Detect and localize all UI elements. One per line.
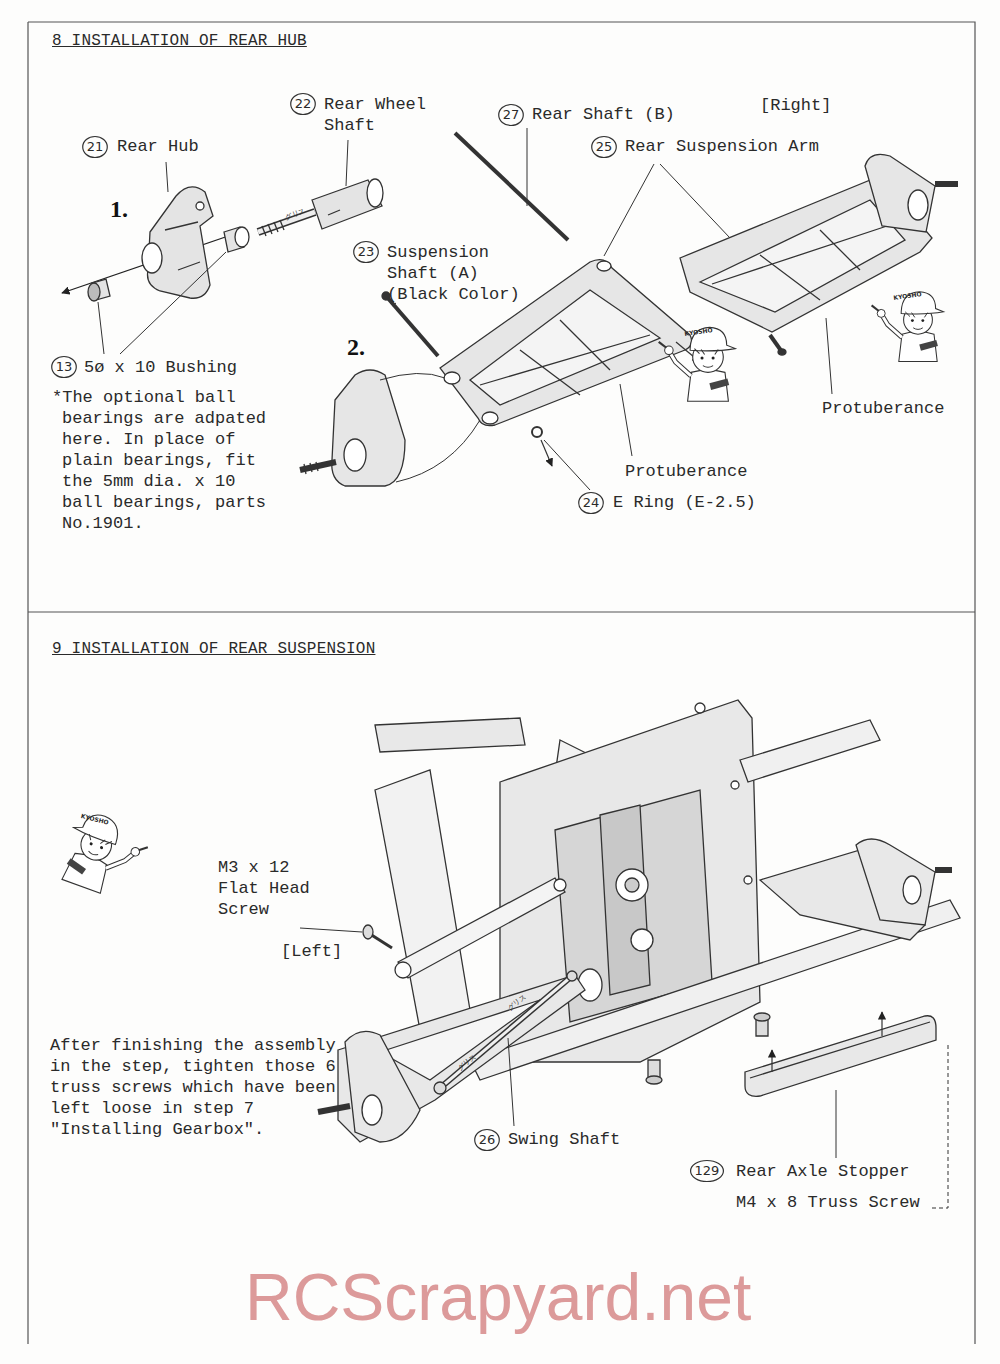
part-name: Rear Shaft (B) [532,104,675,125]
callout-number: 13 [44,359,84,375]
mascot [659,327,736,401]
part-name: E Ring (E-2.5) [613,492,756,513]
callout-number: 27 [491,107,531,123]
grease-mark: グリス [456,1053,477,1072]
side-label: [Left] [281,941,342,962]
part-name: Swing Shaft [508,1129,620,1150]
feature-label: Protuberance [625,461,747,482]
step-number: 2. [347,334,365,360]
rear-hub-step1 [62,179,383,301]
callout-number: 23 [346,244,386,260]
callout-number: 21 [75,139,115,155]
grease-mark: グリス [506,993,527,1012]
callout-number: 24 [571,495,611,511]
page-frame [28,22,975,1344]
part-name: Rear Wheel Shaft [324,94,442,136]
part-name: M3 x 12 Flat Head Screw [218,857,318,920]
mascot [56,808,153,904]
cap-logo: KYOSHO [684,326,713,337]
assembly-note: *The optional ball bearings are adpated … [52,387,284,534]
part-name: Rear Suspension Arm [625,136,819,157]
cap-logo: KYOSHO [80,812,109,826]
mascot [872,292,944,362]
section-heading: 9 INSTALLATION OF REAR SUSPENSION [52,639,375,660]
callout-circles [52,94,724,1182]
assembly-note: After finishing the assembly in the step… [50,1035,346,1140]
rear-suspension-assembly [318,700,960,1142]
part-name: Suspension Shaft (A) (Black Color) [387,242,527,305]
part-name: 5ø x 10 Bushing [84,357,237,378]
callout-number: 25 [584,139,624,155]
watermark: RCScrapyard.net [245,1262,751,1332]
leader-lines-9 [300,928,948,1208]
side-label: [Right] [760,95,831,116]
part-name: Rear Axle Stopper [736,1161,909,1182]
callout-number: 26 [467,1132,507,1148]
part-name: Rear Hub [117,136,199,157]
step-number: 1. [110,196,128,222]
cap-logo: KYOSHO [893,290,922,301]
callout-number: 129 [687,1163,727,1179]
feature-label: Protuberance [822,398,944,419]
callout-number: 22 [283,96,323,112]
part-name: M4 x 8 Truss Screw [736,1192,920,1213]
rear-arm-step2 [300,133,958,486]
section-heading: 8 INSTALLATION OF REAR HUB [52,31,307,52]
grease-mark: グリス [284,207,306,222]
